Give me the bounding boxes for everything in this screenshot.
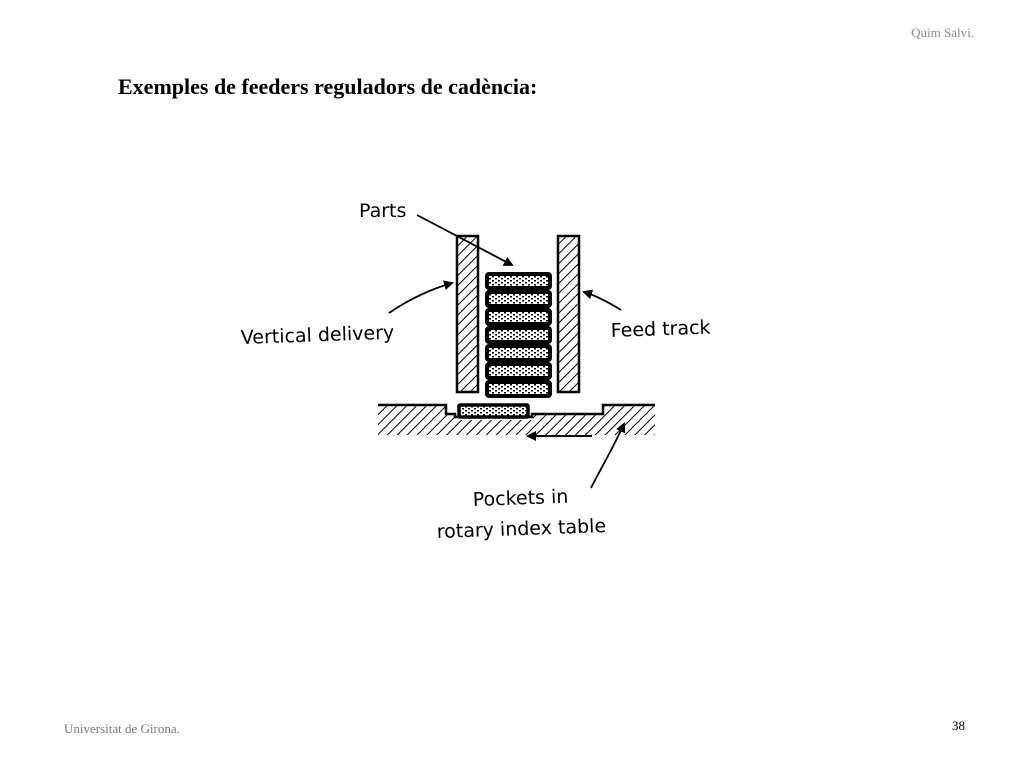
part	[485, 380, 552, 398]
page-number: 38	[952, 718, 965, 733]
slide-title: Exemples de feeders reguladors de cadènc…	[118, 74, 538, 99]
rotary-index-table	[378, 403, 655, 435]
part	[485, 272, 552, 290]
label-parts: Parts	[359, 200, 406, 222]
part	[485, 290, 552, 308]
label-feed-track: Feed track	[610, 317, 710, 342]
slide-author: Quim Salvi.	[911, 25, 974, 40]
feed-track-leader	[582, 289, 622, 311]
label-pockets-line2: rotary index table	[436, 515, 606, 543]
pockets-leader	[590, 422, 626, 489]
part	[485, 308, 552, 326]
footer-institution: Universitat de Girona.	[64, 721, 180, 736]
parts-stack	[485, 272, 552, 398]
label-vertical-delivery: Vertical delivery	[240, 322, 394, 349]
part	[485, 326, 552, 344]
vertical-delivery-leader	[388, 280, 454, 314]
part	[485, 362, 552, 380]
left-track-wall	[455, 234, 480, 394]
right-track-wall	[556, 234, 581, 394]
parts-leader	[416, 214, 514, 266]
part	[485, 344, 552, 362]
pocketed-part	[457, 403, 530, 419]
label-pockets-line1: Pockets in	[472, 486, 568, 511]
